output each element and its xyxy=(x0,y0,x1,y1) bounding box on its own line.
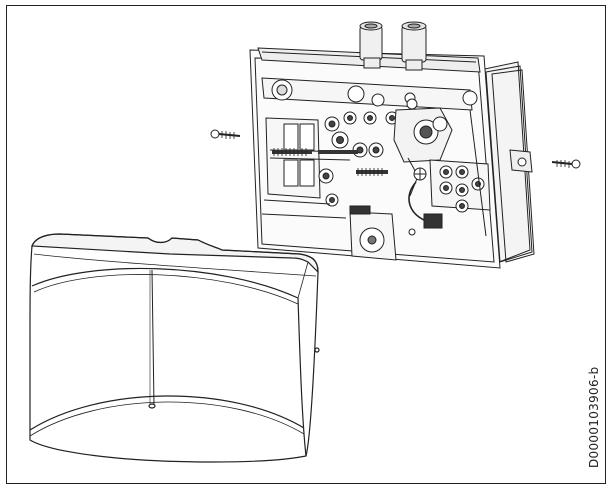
drawing-border xyxy=(6,5,606,484)
document-code: D0000103906-b xyxy=(587,366,601,468)
heater-chassis xyxy=(249,21,535,269)
right-screw-icon xyxy=(551,159,581,169)
left-screw-icon xyxy=(210,129,241,139)
front-cover xyxy=(29,233,320,463)
